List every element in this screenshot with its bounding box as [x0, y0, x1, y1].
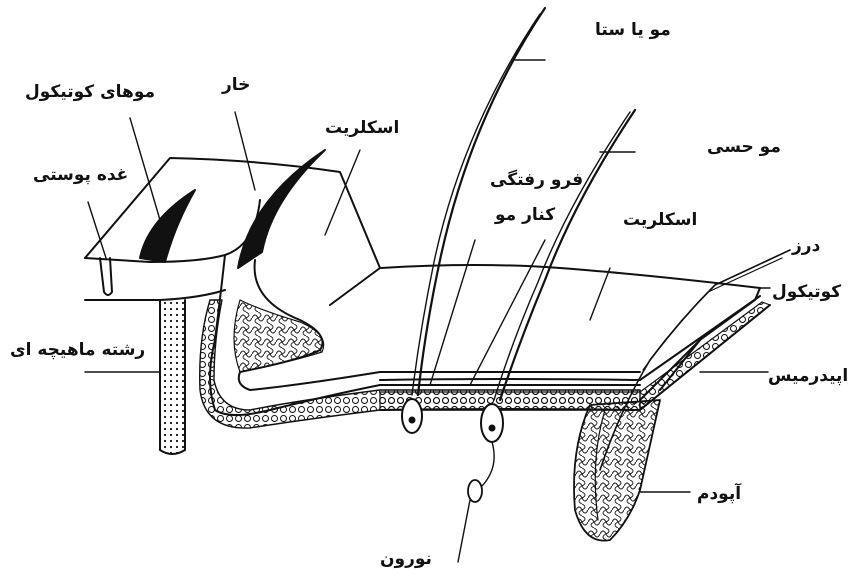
- label-cuticle: کوتیکول: [772, 282, 841, 302]
- label-sclerite-right: اسکلریت: [623, 210, 697, 230]
- spine-base-tissue: [234, 300, 324, 372]
- label-neuron: نورون: [380, 549, 432, 569]
- label-spine: خار: [222, 75, 250, 95]
- label-hair-socket-line2: کنار مو: [495, 205, 555, 225]
- muscle-fibre-outline: [160, 300, 185, 454]
- label-sensory-hair: مو حسی: [707, 137, 781, 157]
- label-suture: درز: [792, 236, 820, 256]
- neuron-body: [468, 480, 482, 502]
- label-seta: مو یا ستا: [595, 20, 671, 40]
- seta-follicle: [402, 399, 422, 433]
- label-muscle-fiber: رشته ماهیچه ای: [10, 340, 145, 360]
- cuticle-hair-shape: [140, 190, 195, 262]
- label-skin-gland: غده پوستی: [33, 165, 128, 185]
- label-sclerite-left: اسکلریت: [325, 118, 399, 138]
- sensory-hair-follicle: [481, 404, 503, 442]
- skin-gland-shape: [100, 258, 112, 295]
- apodeme-shape: [574, 400, 660, 541]
- sensory-hair-shaft: [500, 110, 635, 400]
- label-epidermis: اپیدرمیس: [768, 366, 848, 386]
- seta-shaft: [418, 8, 545, 395]
- label-hair-socket-line1: فرو رفتگی: [490, 170, 583, 190]
- label-apodeme: آپودم: [697, 484, 741, 504]
- upper-cuticle-surface: [85, 158, 380, 305]
- label-cuticle-hairs: موهای کوتیکول: [25, 82, 155, 102]
